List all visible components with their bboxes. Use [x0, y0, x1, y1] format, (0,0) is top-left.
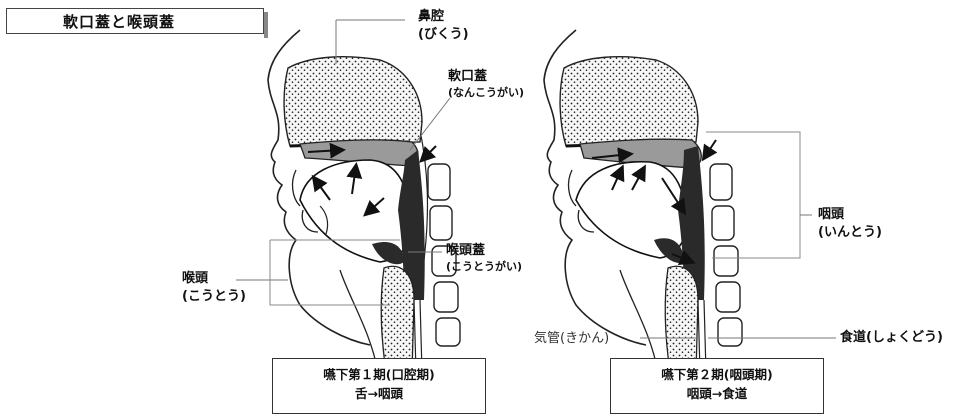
soft-palate-text: 軟口蓋	[448, 69, 488, 84]
label-epiglottis: 喉頭蓋 (こうとうがい)	[446, 242, 522, 274]
label-esophagus: 食道(しょくどう)	[840, 330, 943, 345]
vertebrae-1	[427, 163, 461, 347]
pharynx-1	[398, 150, 425, 300]
title-box: 軟口蓋と喉頭蓋	[6, 8, 268, 38]
head-profile-1	[267, 29, 371, 346]
nasal-cavity-reading: (びくう)	[418, 26, 469, 42]
leader-lines	[236, 19, 836, 339]
epiglottis-reading: (こうとうがい)	[446, 259, 523, 273]
caption-pharyngeal-phase: 嚥下第２期(咽頭期) 咽頭→食道	[610, 358, 824, 414]
vertebrae-2	[709, 163, 743, 347]
larynx-text: 喉頭	[182, 271, 209, 286]
pharynx-text: 咽頭	[818, 207, 845, 222]
caption-pharyngeal-phase-title: 嚥下第２期(咽頭期)	[661, 367, 773, 382]
larynx-cartilage-1	[380, 265, 415, 373]
nasal-cavity-2	[559, 56, 699, 147]
caption-oral-phase-title: 嚥下第１期(口腔期)	[323, 367, 435, 382]
caption-oral-phase-flow: 舌→咽頭	[355, 386, 403, 402]
diagram-title: 軟口蓋と喉頭蓋	[63, 12, 176, 31]
larynx-cartilage-2	[664, 265, 699, 373]
figure-oral-phase	[267, 29, 461, 373]
epiglottis-text: 喉頭蓋	[446, 243, 486, 258]
larynx-reading: (こうとう)	[182, 288, 246, 304]
label-larynx: 喉頭 (こうとう)	[182, 270, 246, 305]
flow-arrows-2	[591, 139, 718, 265]
pharynx-reading: (いんとう)	[818, 224, 882, 240]
head-profile-2	[543, 29, 647, 346]
soft-palate-reading: (なんこうがい)	[448, 85, 525, 99]
caption-oral-phase: 嚥下第１期(口腔期) 舌→咽頭	[272, 358, 486, 414]
label-soft-palate: 軟口蓋 (なんこうがい)	[448, 68, 524, 100]
label-nasal-cavity: 鼻腔 (びくう)	[418, 8, 469, 43]
nasal-cavity-1	[283, 56, 423, 147]
label-trachea: 気管(きかん)	[534, 331, 610, 346]
flow-arrows-1	[307, 142, 437, 217]
figure-pharyngeal-phase	[543, 29, 801, 373]
nasal-cavity-text: 鼻腔	[418, 9, 445, 24]
label-pharynx: 咽頭 (いんとう)	[818, 206, 882, 241]
caption-pharyngeal-phase-flow: 咽頭→食道	[686, 386, 748, 402]
